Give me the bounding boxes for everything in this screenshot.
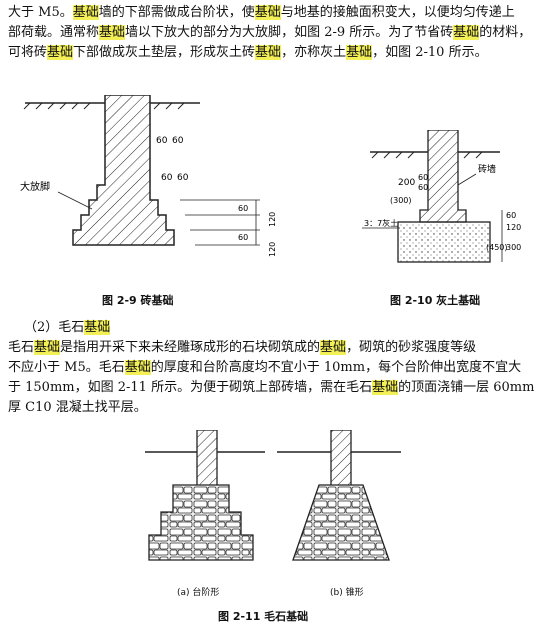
text-line: 毛石基础是指用开采下来未经雕琢成形的石块砌筑成的基础，砌筑的砂浆强度等级 bbox=[8, 338, 548, 358]
text-span: 是指用开采下来未经雕琢成形的石块砌筑成的 bbox=[60, 340, 321, 355]
dim-60: 60 bbox=[161, 173, 173, 183]
highlight-term: 基础 bbox=[320, 340, 347, 355]
figure-2-9-brick-foundation: 60 60 60 60 60 60 120 120 大放脚 bbox=[20, 95, 277, 257]
label-lime-soil: 3：7灰土 bbox=[364, 218, 398, 228]
text-span: ，亦称灰土 bbox=[281, 45, 347, 60]
dim-300v: 300 bbox=[506, 243, 521, 252]
highlight-term: 基础 bbox=[255, 45, 282, 60]
highlight-term: 基础 bbox=[124, 360, 151, 375]
highlight-term: 基础 bbox=[346, 45, 373, 60]
heading-text: （2）毛石 bbox=[24, 320, 85, 335]
text-span: 的顶面浇铺一层 60mm bbox=[398, 380, 535, 395]
text-span: 放脚 bbox=[255, 25, 282, 40]
dim-60: 60 bbox=[156, 136, 168, 146]
highlight-term: 基础 bbox=[72, 5, 99, 20]
text-span: 与地基的接触面积变大，以便均匀传递上 bbox=[280, 5, 515, 20]
text-span: 墙的下部需做成台阶状，使 bbox=[98, 5, 255, 20]
figure-2-11-rubble-foundation bbox=[145, 430, 401, 561]
text-line: 厚 C10 混凝土找平层。 bbox=[8, 398, 548, 418]
text-span: 不应小于 M5。毛石 bbox=[8, 360, 125, 375]
text-span: 下部做成灰土垫层，形成灰土砖 bbox=[73, 45, 256, 60]
text-span: ，砌筑的砂浆强度等级 bbox=[346, 340, 477, 355]
text-span: ，如图 2-10 所示。 bbox=[372, 45, 488, 60]
figure-2-11-caption: 图 2-11 毛石基础 bbox=[218, 610, 309, 623]
highlight-term: 基础 bbox=[47, 45, 74, 60]
highlight-term: 基础 bbox=[84, 320, 111, 335]
dim-v60: 60 bbox=[238, 233, 248, 242]
dim-v120: 120 bbox=[268, 242, 277, 257]
figure-2-10-caption: 图 2-10 灰土基础 bbox=[390, 294, 481, 307]
text-span: 毛石 bbox=[8, 340, 35, 355]
text-span: 部荷载。通常称 bbox=[8, 25, 100, 40]
highlight-term: 基础 bbox=[453, 25, 480, 40]
figure-2-10-lime-foundation: 砖墙 200 60 60 (300) 3：7灰土 60 120 300 (450… bbox=[362, 130, 521, 263]
label-brick-wall: 砖墙 bbox=[478, 163, 496, 175]
text-span: 厚 C10 混凝土找平层。 bbox=[8, 400, 147, 415]
text-line: 可将砖基础下部做成灰土垫层，形成灰土砖基础，亦称灰土基础，如图 2-10 所示。 bbox=[8, 43, 548, 63]
dim-60: 60 bbox=[418, 173, 428, 182]
highlight-term: 基础 bbox=[34, 340, 61, 355]
dim-200: 200 bbox=[398, 178, 415, 188]
dim-v120: 120 bbox=[268, 212, 277, 227]
highlight-term: 基础 bbox=[254, 5, 281, 20]
dim-300: (300) bbox=[390, 196, 412, 205]
figure-2-11b-caption: (b) 锥形 bbox=[330, 588, 364, 598]
dim-450: (450) bbox=[486, 243, 508, 252]
section-heading: （2）毛石基础 bbox=[24, 318, 111, 338]
dim-60v: 60 bbox=[506, 211, 516, 220]
dim-v60: 60 bbox=[238, 204, 248, 213]
dim-60: 60 bbox=[418, 183, 428, 192]
figure-2-9-caption: 图 2-9 砖基础 bbox=[102, 294, 174, 307]
text-span: 于 150mm，如图 2-11 所示。为便于砌筑上部砖墙，需在毛石 bbox=[8, 380, 373, 395]
text-span: 的材料， bbox=[479, 25, 532, 40]
text-line: 部荷载。通常称基础墙以下放大的部分为大放脚，如图 2-9 所示。为了节省砖基础的… bbox=[8, 23, 548, 43]
text-span: ，如图 2-9 所示。为了节省砖 bbox=[281, 25, 454, 40]
text-line: 于 150mm，如图 2-11 所示。为便于砌筑上部砖墙，需在毛石基础的顶面浇铺… bbox=[8, 378, 548, 398]
dim-60: 60 bbox=[172, 136, 184, 146]
dim-120: 120 bbox=[506, 223, 521, 232]
label-dafangjiao: 大放脚 bbox=[20, 180, 50, 193]
text-span: 的厚度和台阶高度均不宜小于 10mm，每个台阶伸出宽度不宜大 bbox=[150, 360, 522, 375]
text-span: 可将砖 bbox=[8, 45, 48, 60]
text-span: 大于 M5。 bbox=[8, 5, 73, 20]
highlight-term: 基础 bbox=[99, 25, 126, 40]
intro-paragraph: 大于 M5。基础墙的下部需做成台阶状，使基础与地基的接触面积变大，以便均匀传递上… bbox=[8, 3, 548, 63]
text-span: 墙以下放大的部分为大 bbox=[125, 25, 256, 40]
figure-2-11a-caption: (a) 台阶形 bbox=[177, 588, 220, 598]
dim-60: 60 bbox=[177, 173, 189, 183]
body-paragraph: 毛石基础是指用开采下来未经雕琢成形的石块砌筑成的基础，砌筑的砂浆强度等级不应小于… bbox=[8, 338, 548, 418]
highlight-term: 基础 bbox=[372, 380, 399, 395]
text-line: 不应小于 M5。毛石基础的厚度和台阶高度均不宜小于 10mm，每个台阶伸出宽度不… bbox=[8, 358, 548, 378]
text-line: 大于 M5。基础墙的下部需做成台阶状，使基础与地基的接触面积变大，以便均匀传递上 bbox=[8, 3, 548, 23]
